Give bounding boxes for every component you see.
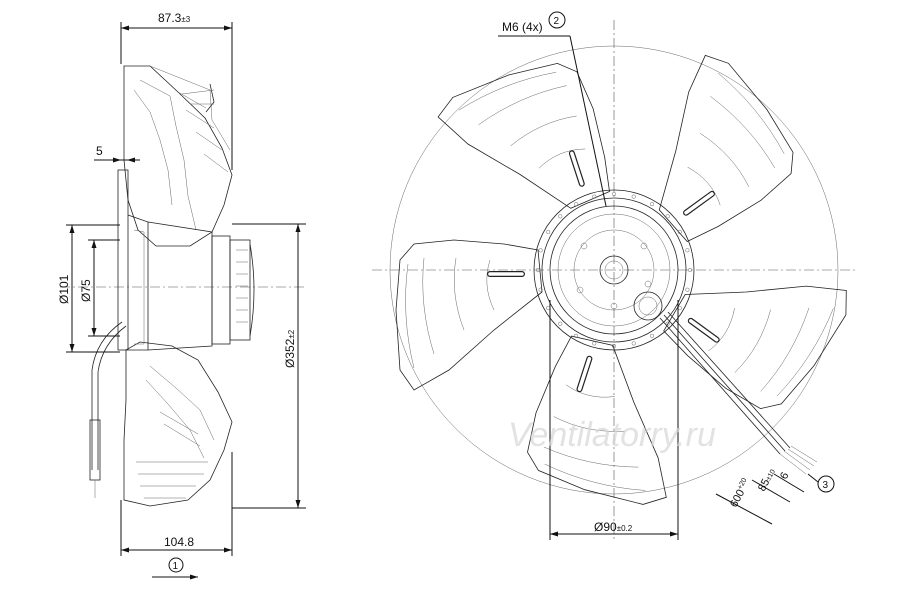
blade-rib bbox=[718, 72, 785, 154]
hub-hole bbox=[558, 321, 563, 326]
hub-mount-hole bbox=[644, 280, 652, 288]
hub-hole bbox=[592, 341, 597, 346]
hub-hole bbox=[665, 321, 670, 326]
hub-hole bbox=[573, 202, 579, 207]
callout-1 bbox=[168, 557, 184, 573]
hub-hole bbox=[677, 229, 682, 235]
front-shaft bbox=[599, 255, 629, 285]
blade-rib bbox=[544, 463, 646, 491]
hub-hole bbox=[649, 333, 655, 338]
svg-text:1: 1 bbox=[173, 561, 179, 572]
blade-2 bbox=[658, 54, 794, 242]
dim-104-label: 104.8 bbox=[164, 535, 194, 549]
blade-3 bbox=[663, 285, 847, 410]
dim-352-label: Ø352±2 bbox=[283, 329, 297, 368]
hub-hole bbox=[649, 202, 655, 207]
hub-hole bbox=[685, 287, 690, 292]
blade-rib bbox=[710, 96, 775, 169]
hub-hole bbox=[558, 214, 563, 219]
front-hub-outer bbox=[533, 189, 695, 351]
hub-hole bbox=[631, 194, 636, 199]
hub-mount-hole bbox=[580, 242, 588, 250]
blade-slot bbox=[577, 356, 592, 391]
blade-rib bbox=[405, 263, 415, 369]
blade-rib bbox=[734, 309, 771, 373]
hub-hole bbox=[611, 343, 617, 349]
callout-3 bbox=[817, 475, 835, 493]
front-blades bbox=[395, 54, 847, 505]
hub-hole bbox=[611, 191, 617, 197]
hub-hole bbox=[535, 267, 541, 273]
hub-mount-hole bbox=[640, 242, 648, 250]
hub-hole bbox=[538, 248, 543, 253]
blade-rib bbox=[776, 308, 834, 397]
front-terminal-box bbox=[633, 291, 663, 321]
side-cable bbox=[91, 321, 123, 470]
dim-75-label: Ø75 bbox=[79, 279, 93, 302]
blade-rib bbox=[699, 133, 750, 187]
blade-rib bbox=[553, 416, 625, 432]
side-view: 87.3±3 5 Ø101 Ø75 Ø352±2 104.8 bbox=[57, 11, 306, 580]
front-cable bbox=[659, 317, 781, 455]
blade-rib bbox=[760, 307, 810, 392]
front-hub-holes bbox=[535, 191, 693, 349]
hub-hole bbox=[685, 248, 690, 253]
blade-rib bbox=[566, 384, 615, 398]
hub-hole bbox=[677, 305, 682, 311]
hub-hole bbox=[665, 214, 670, 219]
hub-mount-hole bbox=[576, 286, 584, 294]
blade-rib bbox=[478, 85, 567, 125]
dim-87-label: 87.3±3 bbox=[158, 11, 191, 25]
svg-text:2: 2 bbox=[554, 16, 560, 27]
blade-rib bbox=[458, 71, 557, 111]
blade-slot bbox=[570, 151, 584, 186]
dim-90-label: Ø90±0.2 bbox=[594, 520, 633, 534]
hub-hole bbox=[687, 267, 693, 273]
hub-hole bbox=[546, 229, 551, 235]
watermark: Ventilatorry.ru bbox=[508, 416, 716, 454]
side-blade-lower bbox=[123, 341, 233, 507]
hub-hole bbox=[538, 287, 543, 292]
side-motor bbox=[211, 235, 231, 345]
blade-rib bbox=[543, 446, 639, 468]
dim-6-label: 6 bbox=[778, 470, 791, 481]
blade-4 bbox=[527, 335, 667, 505]
front-view: M6 (4x) 2 Ø90±0.2 600+20 85±10 6 3 bbox=[372, 11, 858, 540]
hub-hole bbox=[631, 341, 636, 346]
hub-hole bbox=[592, 194, 597, 199]
side-blade-upper bbox=[123, 65, 233, 247]
hub-hole bbox=[573, 333, 579, 338]
blade-5 bbox=[395, 239, 543, 391]
svg-text:3: 3 bbox=[823, 480, 829, 491]
blade-rib bbox=[708, 308, 735, 352]
side-flange bbox=[117, 169, 129, 351]
blade-rib bbox=[510, 115, 577, 147]
blade-rib bbox=[538, 148, 586, 169]
callout-2 bbox=[548, 11, 566, 29]
front-outer-circle bbox=[389, 45, 839, 495]
dim-85-label: 85±10 bbox=[756, 467, 778, 494]
thread-label: M6 (4x) bbox=[502, 20, 543, 34]
blade-rib bbox=[687, 166, 721, 206]
hub-hole bbox=[546, 305, 551, 311]
blade-rib bbox=[486, 259, 495, 311]
blade-rib bbox=[422, 257, 435, 355]
hub-mount-hole bbox=[610, 302, 618, 310]
dim-600-label: 600+20 bbox=[728, 477, 753, 509]
blade-slot bbox=[684, 192, 714, 215]
blade-rib bbox=[453, 257, 465, 331]
dim-5-label: 5 bbox=[96, 144, 103, 158]
blade-1 bbox=[437, 62, 610, 209]
dim-101-label: Ø101 bbox=[57, 274, 71, 304]
blade-slot bbox=[688, 319, 719, 342]
